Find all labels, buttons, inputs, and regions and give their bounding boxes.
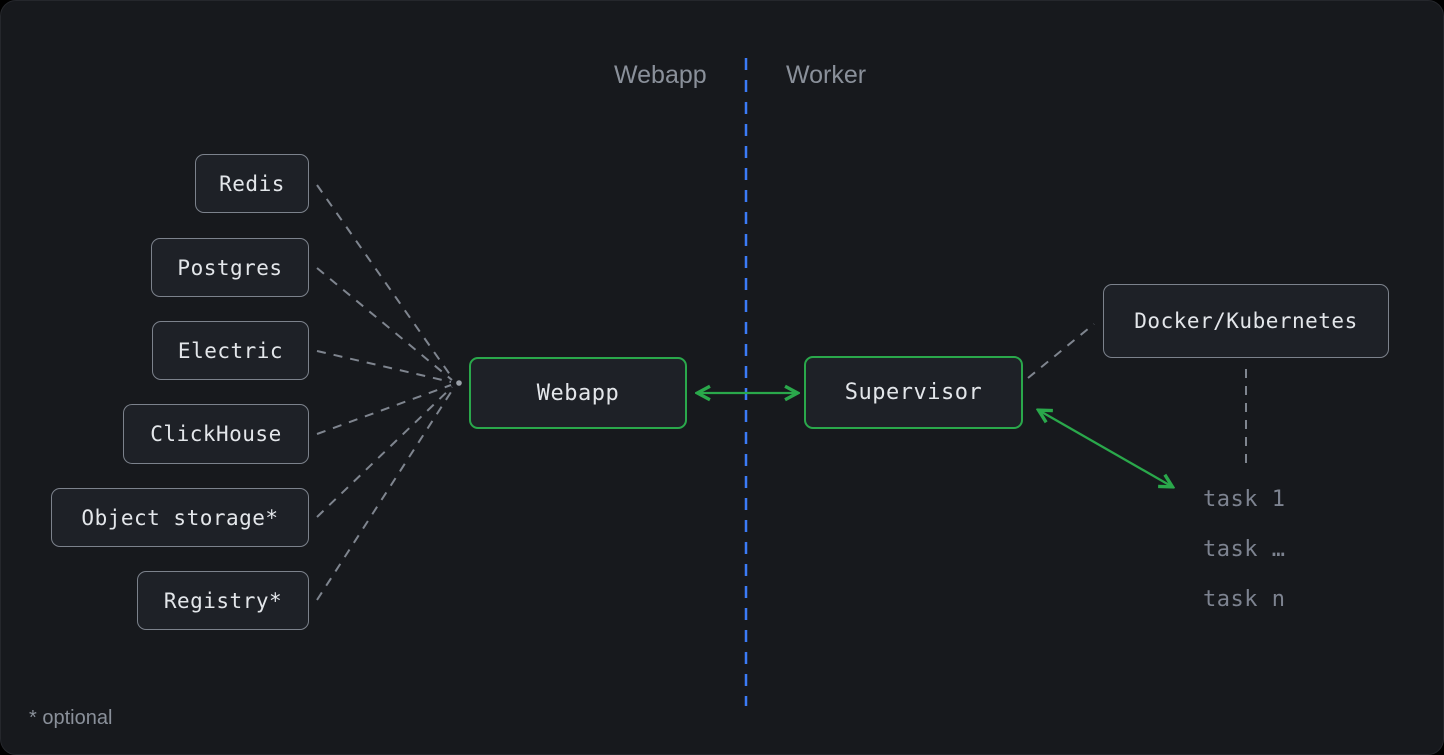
connector-objectstorage-webapp xyxy=(316,386,453,518)
optional-footnote: * optional xyxy=(29,707,113,729)
section-label-worker: Worker xyxy=(786,61,867,89)
connector-supervisor-runtime xyxy=(1027,323,1095,379)
service-node-postgres: Postgres xyxy=(151,238,309,297)
arrow-supervisor-tasks xyxy=(1040,411,1171,486)
connector-electric-webapp xyxy=(316,350,452,383)
service-node-redis: Redis xyxy=(195,154,309,213)
runtime-node-docker-kubernetes: Docker/Kubernetes xyxy=(1103,284,1389,358)
task-item-1: task 1 xyxy=(1203,487,1286,512)
service-node-object-storage: Object storage* xyxy=(51,488,309,547)
supervisor-node: Supervisor xyxy=(804,356,1023,429)
connector-postgres-webapp xyxy=(316,267,453,381)
webapp-node: Webapp xyxy=(469,357,687,429)
task-item-ellipsis: task … xyxy=(1203,537,1286,562)
service-node-electric: Electric xyxy=(152,321,309,380)
service-node-registry: Registry* xyxy=(137,571,309,630)
connector-clickhouse-webapp xyxy=(316,384,452,435)
section-label-webapp: Webapp xyxy=(614,61,707,89)
connector-redis-webapp xyxy=(316,184,454,380)
service-node-clickhouse: ClickHouse xyxy=(123,404,309,464)
task-item-n: task n xyxy=(1203,587,1286,612)
junction-dot-icon xyxy=(456,380,462,386)
connector-registry-webapp xyxy=(316,388,454,601)
